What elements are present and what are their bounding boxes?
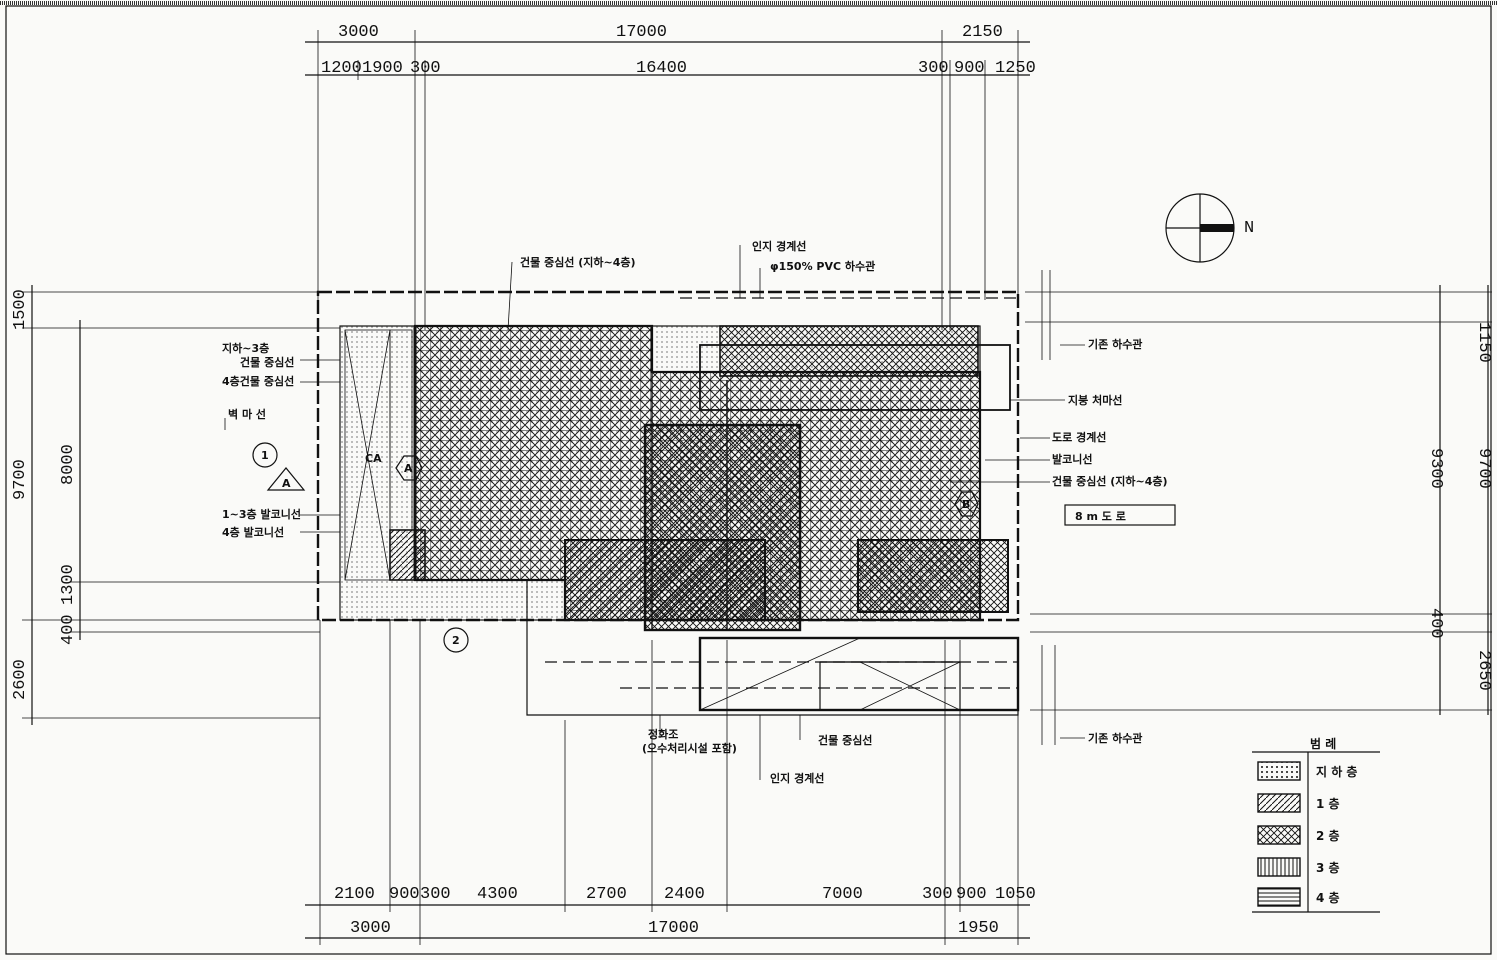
north-label: N	[1244, 219, 1254, 238]
dim-left-outer-1: 1500	[11, 289, 30, 330]
annotation-left-3: 4층건물 중심선	[222, 374, 294, 388]
north-arrow: N	[1165, 193, 1254, 263]
right-dimensions: 1150 9700 2650 9300 400	[1025, 285, 1493, 715]
dim-top-total-1: 3000	[338, 23, 379, 42]
dim-bottom-detail-1: 2100	[334, 885, 375, 904]
dim-top-detail-6: 900	[954, 59, 985, 78]
sheet-border	[5, 5, 1492, 955]
dim-bottom-detail-6: 2400	[664, 885, 705, 904]
dim-right-outer-3: 2650	[1474, 650, 1493, 691]
legend-title: 범 례	[1310, 736, 1336, 751]
dim-bottom-total-1: 3000	[350, 919, 391, 938]
dim-left-inner-3: 400	[59, 614, 78, 645]
dim-left-outer-3: 2600	[11, 659, 30, 700]
bottom-dimensions: 2100 900 300 4300 2700 2400 7000 300 900…	[305, 620, 1036, 945]
annotation-top-2: 인지 경계선	[752, 239, 806, 253]
annotation-top-3: φ150% PVC 하수관	[770, 259, 875, 273]
dim-bottom-detail-7: 7000	[822, 885, 863, 904]
left-dimensions: 1500 9700 2600 8000 1300 400	[11, 285, 340, 725]
annotation-right-3: 도로 경계선	[1052, 430, 1106, 444]
marker-hex-a: A	[404, 462, 413, 475]
sewer-pipes	[545, 270, 1056, 745]
dim-top-total-2: 17000	[616, 23, 667, 42]
dim-bottom-detail-3: 300	[420, 885, 451, 904]
dim-left-inner-2: 1300	[59, 564, 78, 605]
dim-top-detail-1: 1200	[321, 59, 362, 78]
annotation-right-2: 지붕 처마선	[1068, 393, 1122, 407]
dim-top-total-3: 2150	[962, 23, 1003, 42]
marker-triangle: A	[282, 477, 291, 490]
left-stair-zone	[344, 329, 413, 581]
annotation-left-4: 벽 마 선	[228, 407, 266, 421]
building-main-mass	[389, 324, 1011, 632]
annotation-left-6: 4층 발코니선	[222, 525, 284, 539]
annotation-right-1: 기존 하수관	[1088, 337, 1142, 351]
dim-bottom-total-2: 17000	[648, 919, 699, 938]
dim-left-outer-2: 9700	[11, 459, 30, 500]
marker-circle-1: 1	[261, 449, 269, 462]
dim-right-inner-1: 9300	[1426, 448, 1445, 489]
dim-bottom-detail-10: 1050	[995, 885, 1036, 904]
leader-lines	[224, 245, 1085, 780]
top-dimensions: 3000 17000 2150 1200 1900 300 16400 300 …	[305, 23, 1036, 330]
dim-top-detail-7: 1250	[995, 59, 1036, 78]
dim-top-detail-4: 16400	[636, 59, 687, 78]
annotation-top-1: 건물 중심선 (지하~4층)	[520, 255, 636, 269]
legend-item-0: 지 하 층	[1316, 764, 1357, 779]
marker-circle-2: 2	[452, 634, 460, 647]
dim-right-outer-2: 9700	[1474, 448, 1493, 489]
annotation-right-box: 8 m 도 로	[1075, 510, 1126, 523]
dim-right-outer-1: 1150	[1474, 322, 1493, 363]
dim-bottom-detail-2: 900	[389, 885, 420, 904]
annotation-bottom-4: 인지 경계선	[770, 771, 824, 785]
dim-right-inner-2: 400	[1426, 608, 1445, 639]
legend-item-3: 3 층	[1316, 860, 1340, 875]
septic-tank	[698, 636, 1020, 712]
annotation-left-1: 지하~3층	[222, 341, 269, 355]
dim-top-detail-2: 1900	[362, 59, 403, 78]
legend-item-4: 4 층	[1316, 890, 1340, 905]
dim-bottom-detail-8: 300	[922, 885, 953, 904]
section-markers: 1 2 A A B CA	[252, 442, 979, 653]
annotation-left-5: 1~3층 발코니선	[222, 507, 301, 521]
legend: 범 례 지 하 층 1 층 2 층 3 층 4 층	[1252, 736, 1380, 913]
dim-bottom-detail-4: 4300	[477, 885, 518, 904]
marker-hex-b: B	[962, 498, 970, 511]
annotation-left-2: 건물 중심선	[240, 355, 294, 369]
annotation-right-4: 발코니선	[1052, 452, 1092, 466]
marker-ca: CA	[365, 452, 382, 465]
annotation-right-6: 기존 하수관	[1088, 731, 1142, 745]
annotation-bottom-1: 정화조	[648, 727, 678, 741]
dim-bottom-total-3: 1950	[958, 919, 999, 938]
legend-item-1: 1 층	[1316, 796, 1340, 811]
dim-bottom-detail-5: 2700	[586, 885, 627, 904]
dim-top-detail-3: 300	[410, 59, 441, 78]
annotation-bottom-2: (오수처리시설 포함)	[642, 741, 737, 755]
dim-top-detail-5: 300	[918, 59, 949, 78]
dim-bottom-detail-9: 900	[956, 885, 987, 904]
road-label-box	[1064, 504, 1176, 526]
dim-left-inner-1: 8000	[59, 444, 78, 485]
annotation-right-5: 건물 중심선 (지하~4층)	[1052, 474, 1168, 488]
annotation-bottom-3: 건물 중심선	[818, 733, 872, 747]
legend-item-2: 2 층	[1316, 828, 1340, 843]
